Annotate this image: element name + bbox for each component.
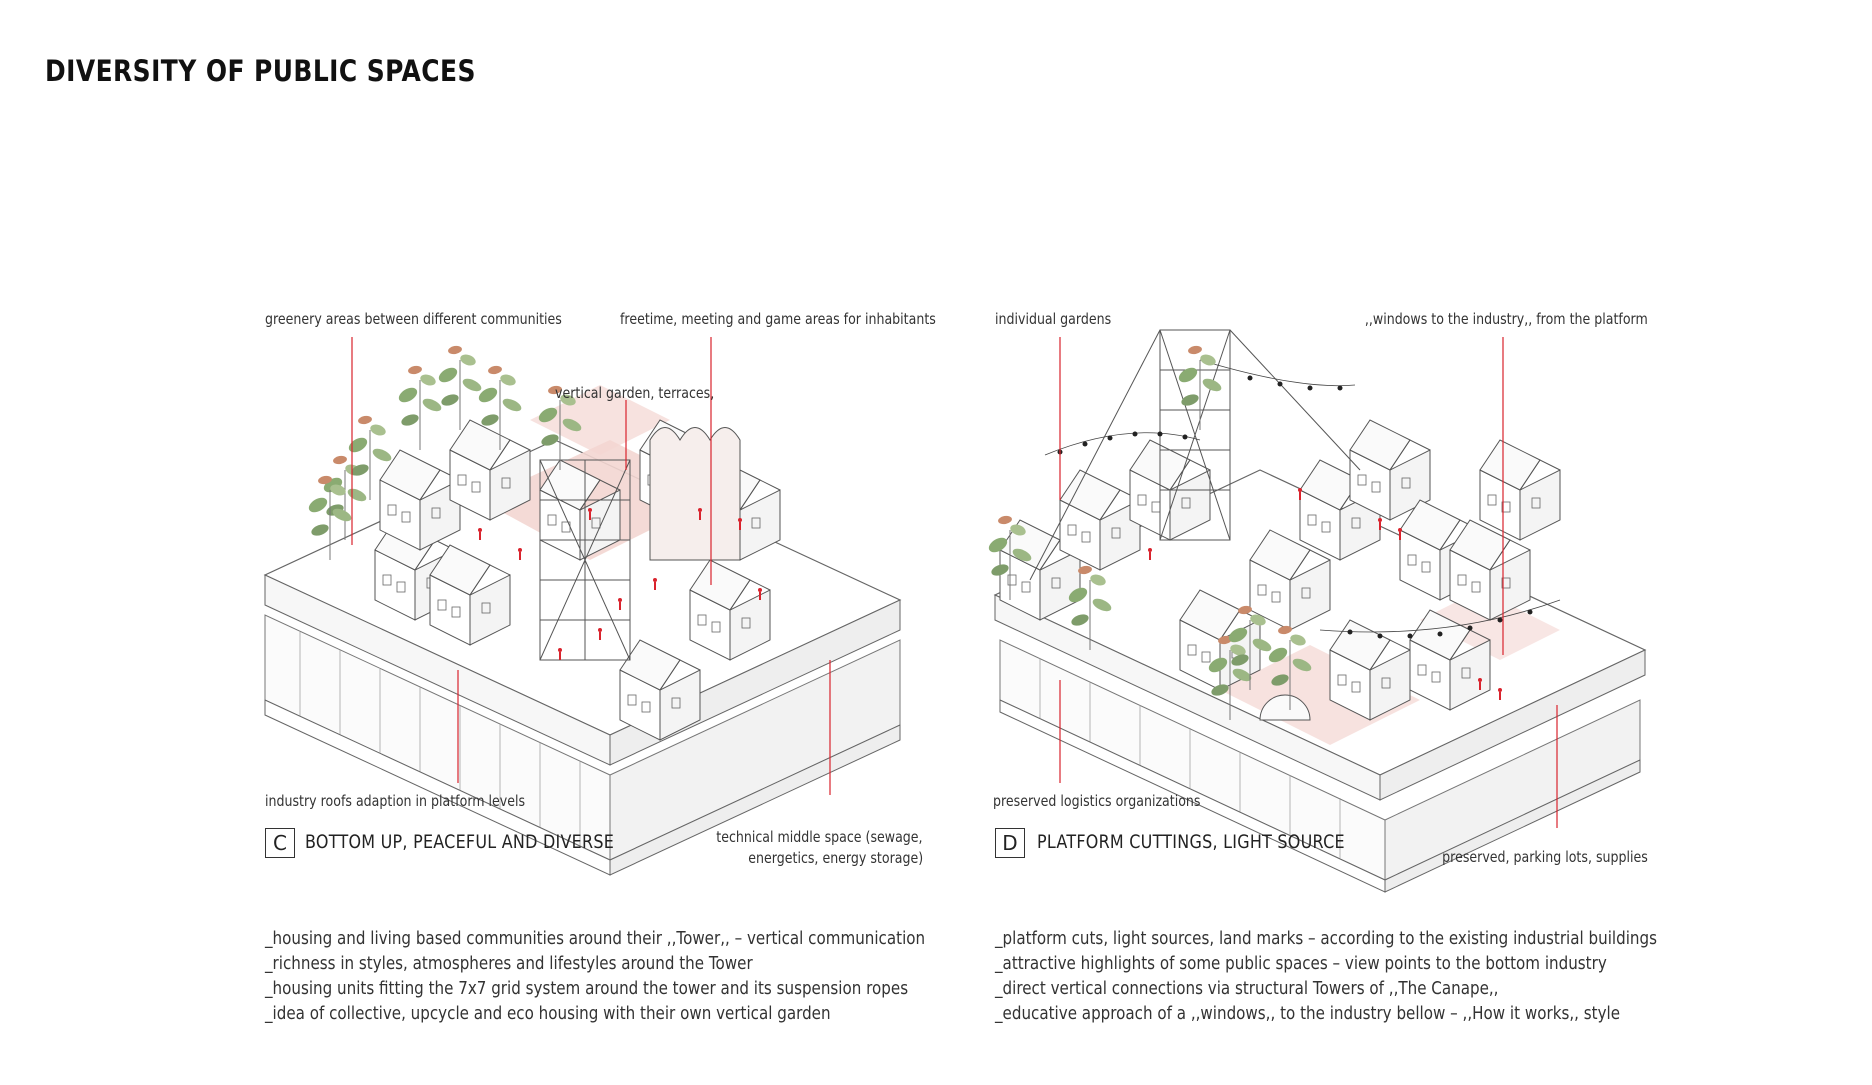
panel-d-description-line: _platform cuts, light sources, land mark… xyxy=(995,928,1657,949)
panel-d-description-line: _direct vertical connections via structu… xyxy=(995,978,1499,999)
label-preserved-parking: preserved, parking lots, supplies xyxy=(1442,848,1648,866)
label-technical-middle-space-line1: technical middle space (sewage, xyxy=(716,828,923,846)
panel-d-description-line: _educative approach of a ,,windows,, to … xyxy=(995,1003,1621,1024)
label-greenery-areas: greenery areas between different communi… xyxy=(265,310,562,328)
page-title: DIVERSITY OF PUBLIC SPACES xyxy=(45,54,476,88)
label-freetime-areas: freetime, meeting and game areas for inh… xyxy=(620,310,936,328)
panel-c-description-line: _housing units fitting the 7x7 grid syst… xyxy=(265,978,909,999)
panel-d-caption: PLATFORM CUTTINGS, LIGHT SOURCE xyxy=(1037,831,1345,853)
panel-d-description: _platform cuts, light sources, land mark… xyxy=(995,926,1657,1026)
label-windows-to-industry: ,,windows to the industry,, from the pla… xyxy=(1365,310,1648,328)
label-technical-middle-space-line2: energetics, energy storage) xyxy=(748,849,923,867)
illustration-d xyxy=(985,329,1647,893)
panel-c-caption: BOTTOM UP, PEACEFUL AND DIVERSE xyxy=(305,831,615,853)
label-individual-gardens: individual gardens xyxy=(995,310,1112,328)
label-vertical-garden: vertical garden, terraces, xyxy=(555,384,715,402)
illustration-c xyxy=(263,337,902,876)
panel-c-letter-badge: C xyxy=(265,828,295,858)
panel-d-letter-badge: D xyxy=(995,828,1025,858)
label-industry-roofs: industry roofs adaption in platform leve… xyxy=(265,792,526,810)
panel-c-description-line: _richness in styles, atmospheres and lif… xyxy=(265,953,753,974)
panel-c-description-line: _idea of collective, upcycle and eco hou… xyxy=(265,1003,831,1024)
panel-c-description-line: _housing and living based communities ar… xyxy=(265,928,926,949)
panel-d-description-line: _attractive highlights of some public sp… xyxy=(995,953,1607,974)
label-preserved-logistics: preserved logistics organizations xyxy=(993,792,1201,810)
panel-c-description: _housing and living based communities ar… xyxy=(265,926,925,1026)
